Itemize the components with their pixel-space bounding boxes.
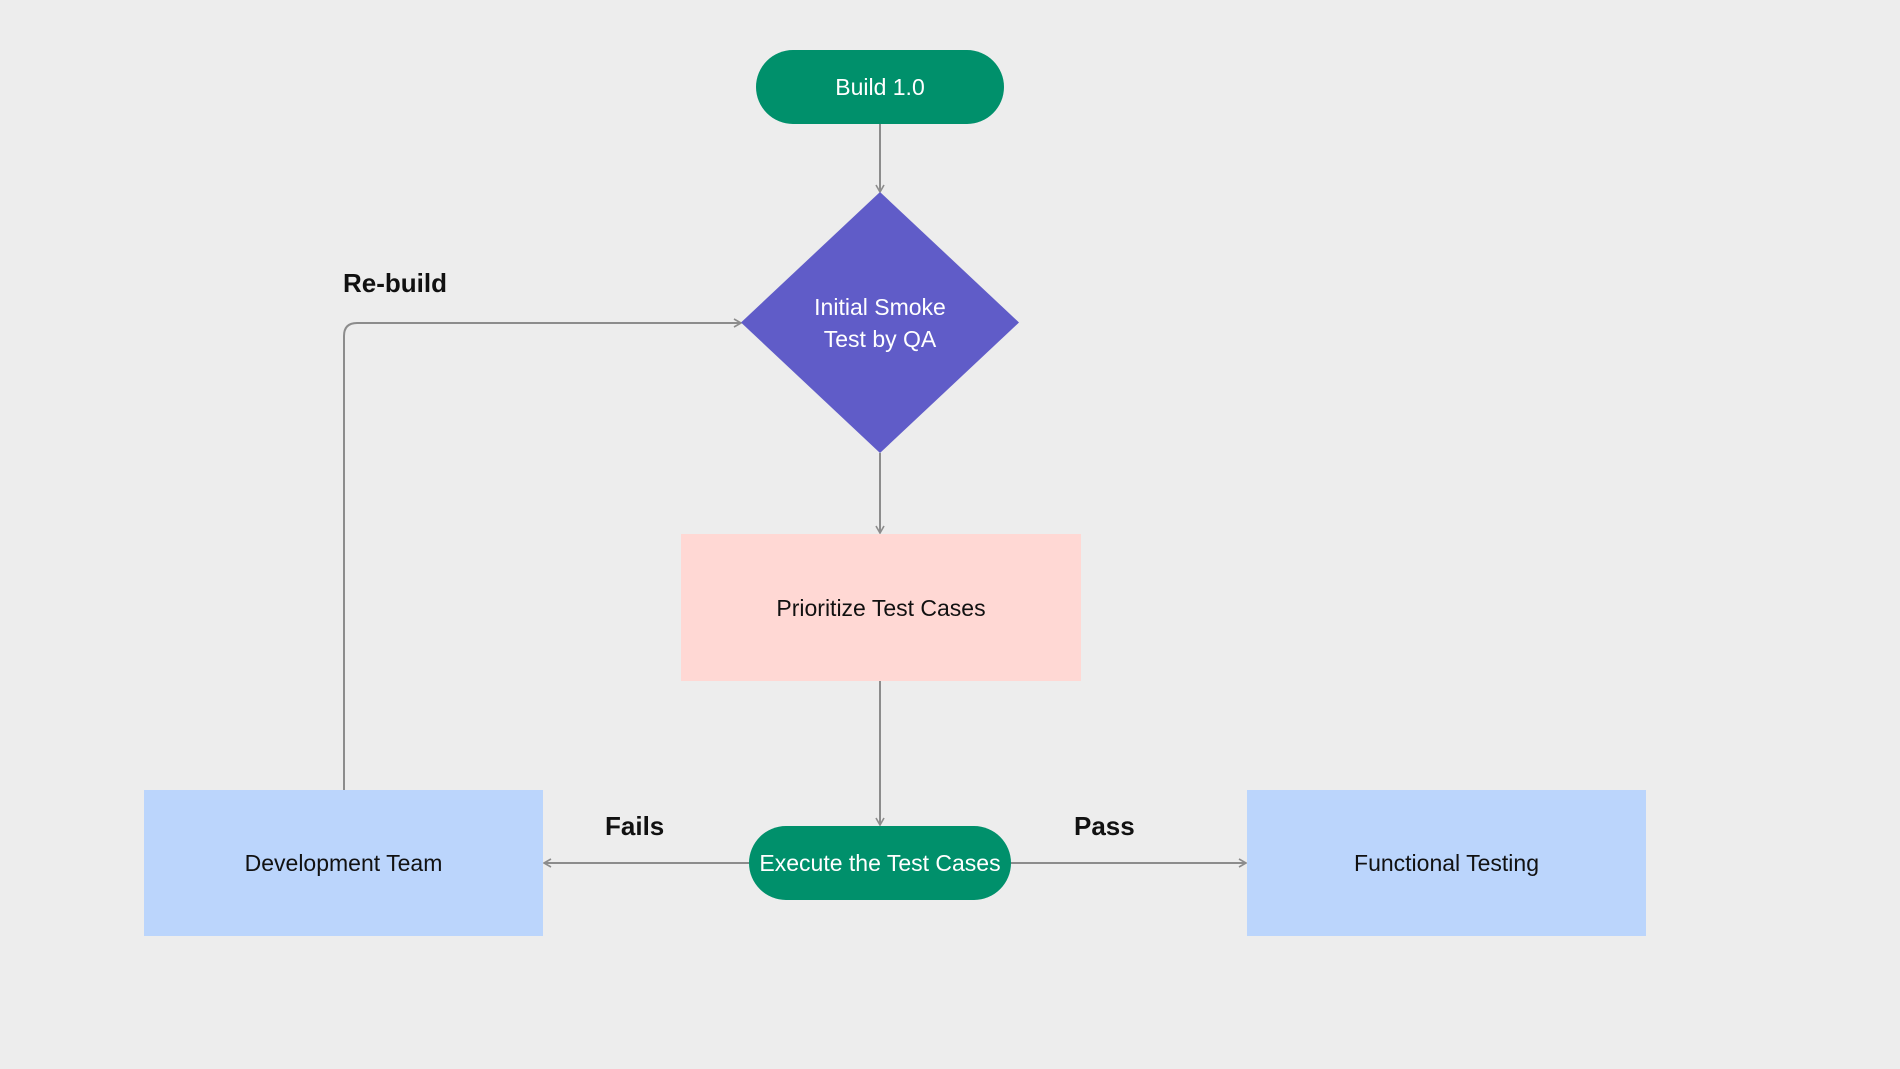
node-smoke-test[interactable]: Initial Smoke Test by QA	[741, 192, 1019, 453]
edge-label-pass: Pass	[1074, 811, 1135, 841]
node-build[interactable]: Build 1.0	[756, 50, 1004, 124]
node-build-label: Build 1.0	[835, 74, 925, 100]
decision-diamond-shape	[741, 192, 1019, 453]
node-smoke-test-label: Initial Smoke Test by QA	[814, 293, 946, 352]
node-prioritize-label: Prioritize Test Cases	[776, 594, 986, 621]
edge-label-rebuild: Re-build	[343, 268, 447, 298]
edge-dev-team-to-smoke-test	[343, 318, 743, 790]
node-dev-team-label: Development Team	[244, 850, 443, 876]
node-execute[interactable]: Execute the Test Cases	[749, 826, 1011, 900]
node-prioritize[interactable]: Prioritize Test Cases	[681, 534, 1081, 681]
node-dev-team[interactable]: Development Team	[144, 790, 543, 936]
node-functional-label: Functional Testing	[1354, 850, 1539, 876]
edge-label-fails: Fails	[605, 811, 665, 841]
node-execute-label: Execute the Test Cases	[759, 850, 1001, 876]
node-functional[interactable]: Functional Testing	[1247, 790, 1646, 936]
